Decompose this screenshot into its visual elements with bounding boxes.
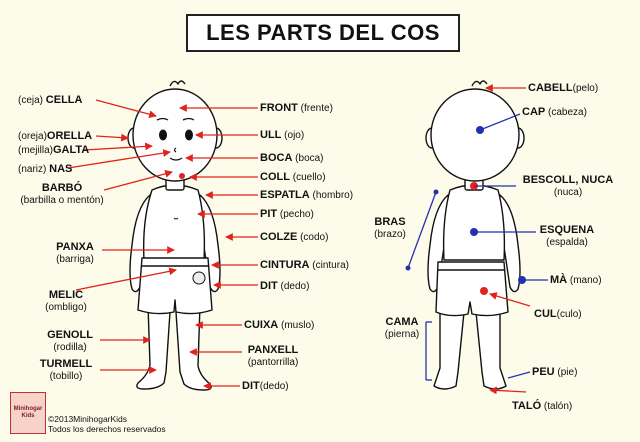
label-barbo: BARBÓ(barbilla o mentón) — [20, 182, 104, 206]
label-genoll: GENOLL(rodilla) — [47, 329, 93, 353]
label-peu: PEU (pie) — [532, 366, 578, 378]
label-bras: BRAS(brazo) — [374, 216, 406, 240]
label-cuixa: CUIXA (muslo) — [244, 319, 315, 331]
front-child-figure — [127, 80, 223, 391]
label-galta: (mejilla)GALTA — [18, 144, 90, 156]
label-cella: (ceja) CELLA — [18, 94, 83, 106]
label-panxa: PANXA(barriga) — [56, 241, 94, 265]
label-espatla: ESPATLA (hombro) — [260, 189, 354, 201]
label-dit-foot: DIT(dedo) — [242, 380, 289, 392]
label-cap: CAP (cabeza) — [522, 106, 587, 118]
brand-logo: Minihogar Kids — [10, 392, 46, 434]
page-title: LES PARTS DEL COS — [186, 14, 460, 52]
label-colze: COLZE (codo) — [260, 231, 329, 243]
label-bescoll: BESCOLL, NUCA(nuca) — [522, 174, 614, 198]
front-face-features — [156, 117, 206, 285]
label-front: FRONT (frente) — [260, 102, 333, 114]
label-boca: BOCA (boca) — [260, 152, 324, 164]
copyright-notice: ©2013MinihogarKids Todos los derechos re… — [48, 414, 166, 434]
label-panxell: PANXELL(pantorrilla) — [247, 344, 299, 368]
label-ma: MÀ (mano) — [550, 274, 602, 286]
label-coll: COLL (cuello) — [260, 171, 326, 183]
label-dit-hand: DIT (dedo) — [260, 280, 310, 292]
label-cul: CUL(culo) — [534, 308, 582, 320]
label-esquena: ESQUENA(espalda) — [539, 224, 595, 248]
label-pit: PIT (pecho) — [260, 208, 314, 220]
label-ull: ULL (ojo) — [260, 129, 305, 141]
label-turmell: TURMELL(tobillo) — [39, 358, 93, 382]
front-pointer-arrows — [67, 84, 531, 395]
label-cabell: CABELL(pelo) — [528, 82, 599, 94]
label-melic: MELIC(ombligo) — [45, 289, 87, 313]
label-cintura: CINTURA (cintura) — [260, 259, 349, 271]
label-talo: TALÓ (talón) — [512, 400, 573, 412]
label-nas: (nariz) NAS — [18, 163, 73, 175]
label-cama: CAMA(pierna) — [384, 316, 420, 340]
label-orella: (oreja)ORELLA — [18, 130, 93, 142]
back-pointer-lines — [407, 113, 548, 381]
